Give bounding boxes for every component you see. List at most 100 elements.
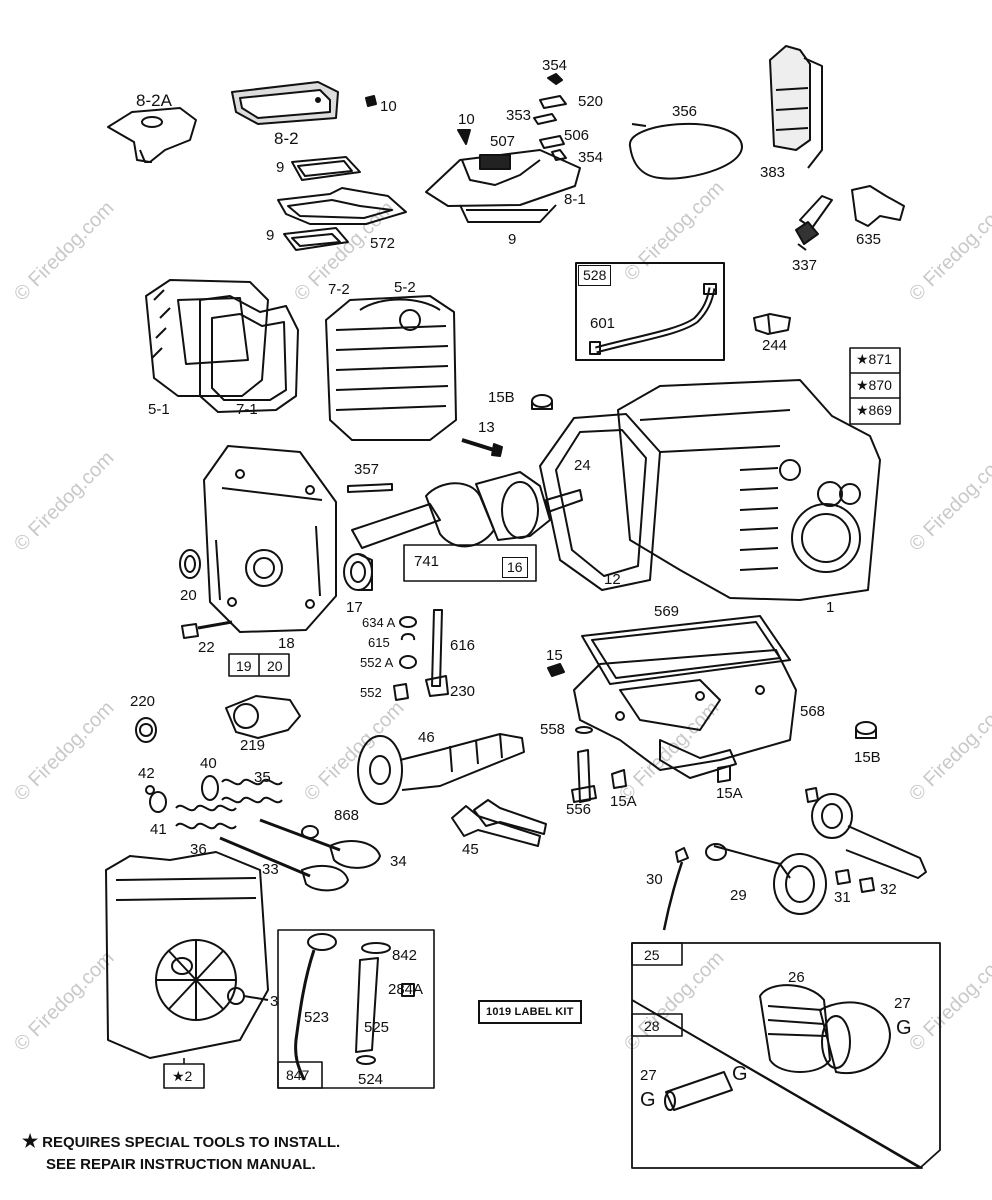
spark-plug-part [795,195,833,251]
part-label: 33 [262,861,279,878]
part-label: 572 [370,235,396,252]
part-label: 46 [418,729,435,746]
part-label: 244 [762,337,788,354]
footnote-line-2: SEE REPAIR INSTRUCTION MANUAL. [46,1156,316,1173]
part-label: 284A [388,981,424,998]
spark-plug-boot-part [851,185,905,227]
part-label: 35 [254,769,271,786]
camshaft-part [357,733,525,805]
part-label: 230 [450,683,476,700]
kit-box-label: ★870 [852,376,896,396]
kit-box-label: 528 [578,265,612,287]
part-label: 10 [380,98,397,115]
plug-part [611,765,731,789]
part-label: 8-1 [564,191,586,208]
part-label: 507 [490,133,516,150]
part-label: 15 [546,647,563,664]
crankcase-cover-part [203,445,337,677]
part-label: 27 [894,995,911,1012]
part-label: 15A [716,785,743,802]
part-label: 220 [130,693,156,710]
part-label: 24 [574,457,591,474]
bolt-part [461,438,503,457]
kit-box-label: 28 [644,1018,660,1034]
part-label: 1 [826,599,835,616]
part-label: 32 [880,881,897,898]
part-label: 337 [792,257,818,274]
part-label: 635 [856,231,882,248]
screw-part [181,620,233,639]
part-label: 353 [506,107,532,124]
dipstick-kit-part [277,929,435,1089]
kit-box-label: 25 [644,947,660,963]
gasket-set-part [277,156,407,251]
part-label: 357 [354,461,380,478]
kit-box-label: 16 [502,557,528,579]
part-label: 219 [240,737,266,754]
part-label: 31 [834,889,851,906]
part-label: 9 [508,231,517,248]
part-label: 30 [646,871,663,888]
key-part [347,483,393,493]
cylinder-head-assembly-part [325,295,457,441]
piston-assembly-part [631,942,941,1169]
part-label: 568 [800,703,826,720]
air-cleaner-base-part [107,107,197,163]
part-label: 506 [564,127,590,144]
governor-gear-part [135,695,301,743]
label-kit-tag: 1019 LABEL KIT [478,1000,582,1024]
part-label: 5-2 [394,279,416,296]
part-label: 868 [334,807,360,824]
air-cleaner-cover-part [231,81,339,125]
air-cleaner-hardware-part [365,73,567,161]
part-label: 36 [190,841,207,858]
kit-box-label: ★871 [852,350,896,370]
star-icon: ★ [22,1131,39,1151]
part-label: 524 [358,1071,384,1088]
part-mark-g: G [896,1017,912,1039]
part-label: 741 [414,553,440,570]
part-label: 13 [478,419,495,436]
cylinder-head-part [145,279,299,413]
part-label: 615 [368,635,390,650]
kit-box-label: 19 [236,658,252,674]
bearing-part [343,553,373,591]
part-label: 354 [542,57,568,74]
part-label: 17 [346,599,363,616]
dipstick-bolt-part [571,726,597,803]
part-label: 15A [610,793,637,810]
air-cleaner-body-part [425,149,581,223]
cylinder-block-part [105,851,269,1089]
part-label: 3 [270,993,279,1010]
governor-parts-part [393,609,449,701]
special-tools-footnote: ★REQUIRES SPECIAL TOOLS TO INSTALL. SEE … [22,1130,340,1176]
part-label: 356 [672,103,698,120]
part-label: 18 [278,635,295,652]
kit-box-label: 20 [267,658,283,674]
part-label: 558 [540,721,566,738]
plug-part [547,663,565,677]
part-label: 42 [138,765,155,782]
part-label: 27 [640,1067,657,1084]
part-label: 556 [566,801,592,818]
oil-sump-part [573,615,797,779]
part-label: 634 A [362,615,396,630]
part-label: 520 [578,93,604,110]
part-label: 9 [276,159,285,176]
part-label: 26 [788,969,805,986]
crankcase-part [539,347,901,601]
oil-seal-part [179,549,201,579]
part-label: 29 [730,887,747,904]
part-label: 10 [458,111,475,128]
part-label: 354 [578,149,604,166]
part-label: 552 [360,685,382,700]
part-label: 7-2 [328,281,350,298]
tappets-part [451,799,547,847]
part-label: 601 [590,315,616,332]
part-label: 616 [450,637,476,654]
part-label: 45 [462,841,479,858]
part-label: 552 A [360,655,394,670]
part-label: 523 [304,1009,330,1026]
